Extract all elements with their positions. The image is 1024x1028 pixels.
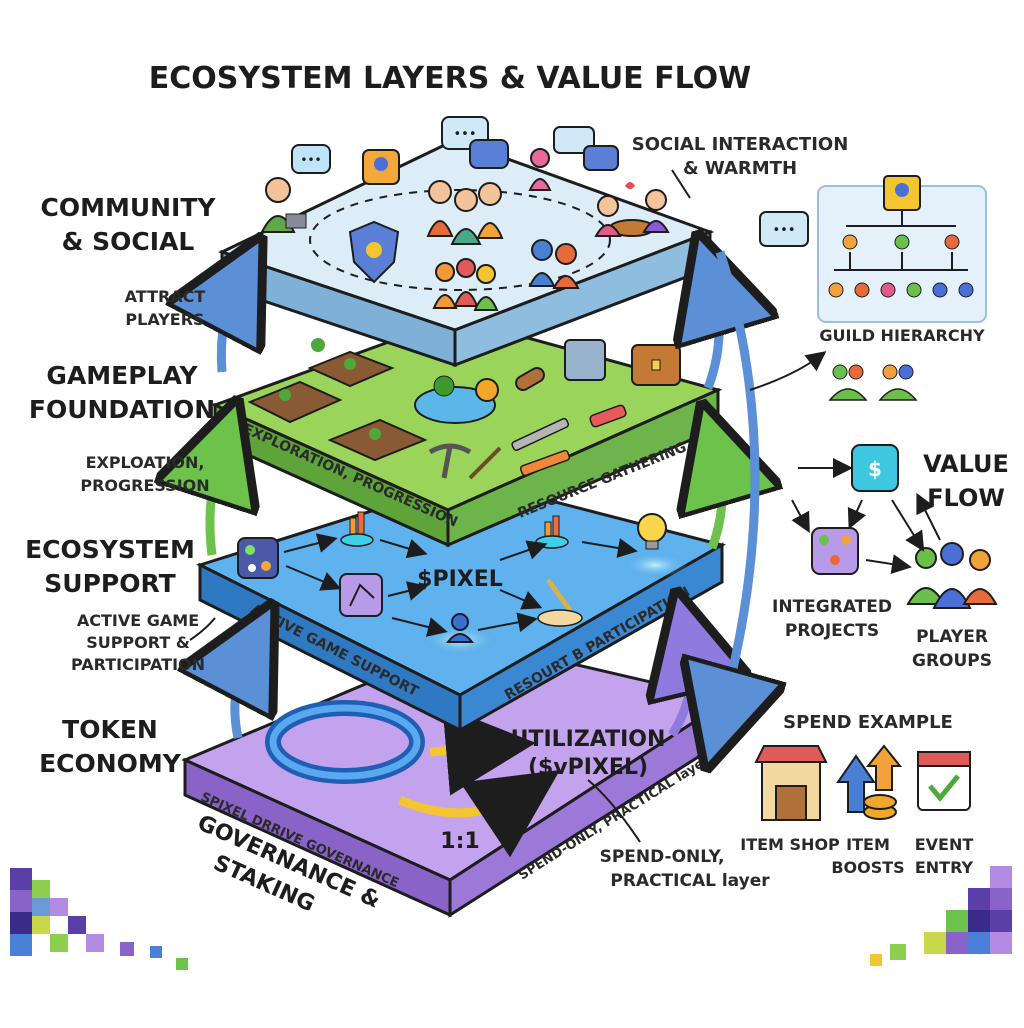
ecosystem-label-line1: ECOSYSTEM (25, 535, 195, 564)
attract-label-line2: PLAYERS (125, 310, 204, 329)
value-flow-label-line2: FLOW (927, 484, 1005, 512)
token-label-line1: TOKEN (62, 715, 158, 744)
active-label-line3: PARTICIPATION (71, 655, 205, 674)
chat-bubble-icon (553, 126, 595, 154)
guild-groups-icon (828, 364, 918, 401)
person-icon (528, 148, 552, 191)
upward-arrow-right-community (708, 282, 719, 390)
portal-icon (564, 339, 606, 381)
pickaxe-icon (428, 443, 472, 479)
network-node-icon (237, 537, 279, 579)
conversion-arrow-bottom (398, 770, 560, 858)
chat-bubble-icon (469, 139, 509, 169)
item-boosts-label-line2: BOOSTS (831, 858, 904, 877)
table-meeting-icon (594, 189, 670, 237)
upward-arrow-gameplay (210, 448, 222, 556)
upward-arrow-right-gameplay (712, 452, 722, 550)
spend-only-label-line2: PRACTICAL layer (610, 871, 770, 891)
heart-icon (625, 182, 635, 189)
spend-only-label-line1: SPEND-ONLY, (600, 847, 725, 867)
spend-example-label: SPEND EXAMPLE (783, 712, 953, 733)
event-calendar-icon (917, 751, 971, 811)
item-shop-label: ITEM SHOP (740, 835, 840, 854)
soil-plot-icon (327, 418, 428, 462)
bar-chart-icon-right (544, 521, 552, 537)
token-label-line2: ECONOMY (39, 749, 182, 778)
ecosystem-label-line2: SUPPORT (44, 569, 175, 598)
pixel-mosaic-left (10, 868, 188, 970)
chat-dots-icon: ••• (453, 127, 476, 142)
item-shop-icon (754, 745, 828, 821)
shield-icon (348, 220, 400, 284)
warmth-label: & WARMTH (683, 158, 797, 179)
upward-arrow-ecosystem (235, 648, 250, 739)
guild-hierarchy-chart: ••• (759, 175, 987, 323)
shovel-icon (468, 446, 502, 480)
group-people-icon (426, 180, 504, 245)
integrated-projects-icon (811, 527, 859, 575)
guild-hierarchy-label: GUILD HIERARCHY (819, 326, 985, 345)
exploation-label-line1: EXPLOATION, (86, 453, 205, 472)
attract-label-line1: ATTRACT (125, 287, 206, 306)
pond-icon (414, 386, 496, 424)
player-groups-label-line1: PLAYER (916, 627, 988, 647)
community-label-line1: COMMUNITY (40, 193, 216, 222)
player-node-icon (451, 613, 469, 631)
community-social-layer: ••• ••• (218, 116, 715, 368)
log-icon (515, 367, 545, 391)
graph-node-icon (339, 573, 383, 617)
ratio-label: 1:1 (440, 829, 479, 854)
sword-bar-icon (511, 417, 570, 451)
coin-icon (475, 378, 499, 402)
active-label-line2: SUPPORT & (86, 633, 190, 652)
soil-plot-icon (247, 380, 343, 424)
social-interaction-label: SOCIAL INTERACTION (632, 134, 849, 155)
player-groups-label-line2: GROUPS (912, 651, 992, 671)
value-flow-label-line1: VALUE (923, 450, 1009, 478)
gameplay-label-line2: FOUNDATION (29, 395, 215, 424)
diagram-title: ECOSYSTEM LAYERS & VALUE FLOW (149, 61, 752, 96)
chat-bubble-icon (583, 145, 619, 171)
chat-dots-icon: ••• (300, 153, 321, 167)
downward-arrow-long (720, 250, 755, 720)
active-label-line1: ACTIVE GAME (77, 611, 199, 630)
player-groups-icon (906, 542, 998, 609)
item-boosts-label-line1: ITEM (846, 835, 890, 854)
gameplay-label-line1: GAMEPLAY (46, 361, 198, 390)
utilization-label: UTILIZATION (511, 727, 666, 752)
pixel-token-label: $PIXEL (417, 567, 503, 592)
bar-chart-icon (349, 517, 357, 535)
conversion-arrow-top (429, 705, 536, 796)
event-entry-label-line1: EVENT (915, 835, 974, 854)
community-label-line2: & SOCIAL (62, 227, 195, 256)
lightbulb-icon (637, 513, 667, 543)
person-laptop-icon (260, 177, 307, 233)
vpixel-label: ($vPIXEL) (528, 755, 648, 780)
integrated-projects-label-line1: INTEGRATED (772, 597, 892, 617)
integrated-projects-label-line2: PROJECTS (785, 621, 879, 641)
sword-icon (545, 578, 573, 612)
upward-arrow-community (221, 282, 238, 373)
pixel-mosaic-right (870, 866, 1012, 966)
event-entry-label-line2: ENTRY (915, 858, 974, 877)
gameplay-foundation-layer: EXPLORATION, PROGRESSION RESOURCE GATHER… (211, 316, 723, 548)
exploation-label-line2: PROGRESSION (80, 476, 209, 495)
chat-bubble-icon (291, 144, 331, 174)
item-boosts-icon (836, 744, 903, 820)
dollar-sign-icon: $ (868, 457, 882, 481)
chat-dots-icon: ••• (772, 223, 795, 238)
crowd-icon (432, 258, 499, 311)
pair-people-icon (528, 239, 580, 289)
